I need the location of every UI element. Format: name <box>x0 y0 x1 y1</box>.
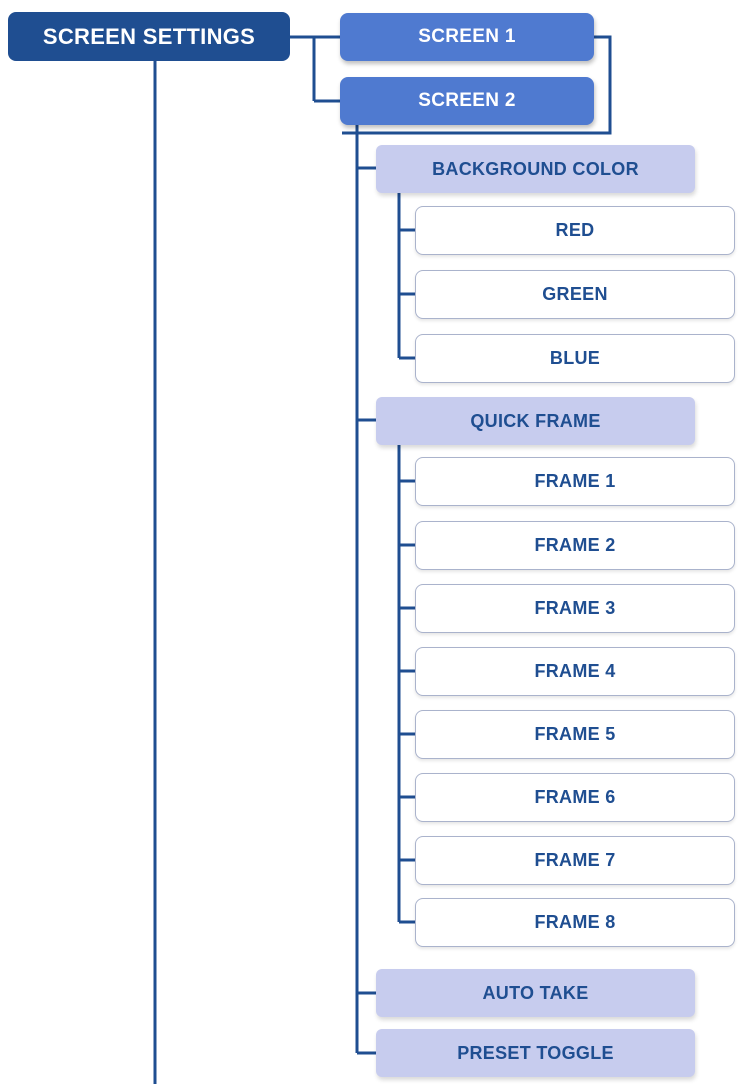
frame-4-option[interactable]: FRAME 4 <box>415 647 735 696</box>
frame-6-label: FRAME 6 <box>534 787 616 807</box>
frame-7-option[interactable]: FRAME 7 <box>415 836 735 885</box>
frame-4-label: FRAME 4 <box>534 661 616 681</box>
screen-1-label: SCREEN 1 <box>418 26 516 47</box>
screen-loop-line <box>342 35 612 135</box>
frame-1-label: FRAME 1 <box>534 471 616 491</box>
green-option[interactable]: GREEN <box>415 270 735 319</box>
screen-settings-label: SCREEN SETTINGS <box>42 23 256 49</box>
screen-2-label: SCREEN 2 <box>418 90 516 111</box>
preset-toggle-label: PRESET TOGGLE <box>457 1042 614 1063</box>
screen-1-node[interactable]: SCREEN 1 <box>340 13 594 61</box>
frame-1-option[interactable]: FRAME 1 <box>415 457 735 506</box>
auto-take-node[interactable]: AUTO TAKE <box>376 969 695 1017</box>
frame-5-option[interactable]: FRAME 5 <box>415 710 735 759</box>
frame-8-label: FRAME 8 <box>534 912 616 932</box>
frame-6-option[interactable]: FRAME 6 <box>415 773 735 822</box>
blue-option[interactable]: BLUE <box>415 334 735 383</box>
frame-7-label: FRAME 7 <box>534 850 616 870</box>
red-label: RED <box>555 220 595 240</box>
frame-5-label: FRAME 5 <box>534 724 616 744</box>
blue-label: BLUE <box>549 348 601 368</box>
frame-2-label: FRAME 2 <box>534 535 616 555</box>
background-color-label: BACKGROUND COLOR <box>432 158 639 179</box>
background-color-node[interactable]: BACKGROUND COLOR <box>376 145 695 193</box>
green-label: GREEN <box>542 284 608 304</box>
preset-toggle-node[interactable]: PRESET TOGGLE <box>376 1029 695 1077</box>
quick-frame-node[interactable]: QUICK FRAME <box>376 397 695 445</box>
screen-2-node[interactable]: SCREEN 2 <box>340 77 594 125</box>
frame-3-option[interactable]: FRAME 3 <box>415 584 735 633</box>
frame-2-option[interactable]: FRAME 2 <box>415 521 735 570</box>
red-option[interactable]: RED <box>415 206 735 255</box>
frame-8-option[interactable]: FRAME 8 <box>415 898 735 947</box>
auto-take-label: AUTO TAKE <box>482 982 589 1003</box>
quick-frame-label: QUICK FRAME <box>470 410 601 431</box>
frame-3-label: FRAME 3 <box>534 598 616 618</box>
screen-settings-node[interactable]: SCREEN SETTINGS <box>8 12 290 61</box>
